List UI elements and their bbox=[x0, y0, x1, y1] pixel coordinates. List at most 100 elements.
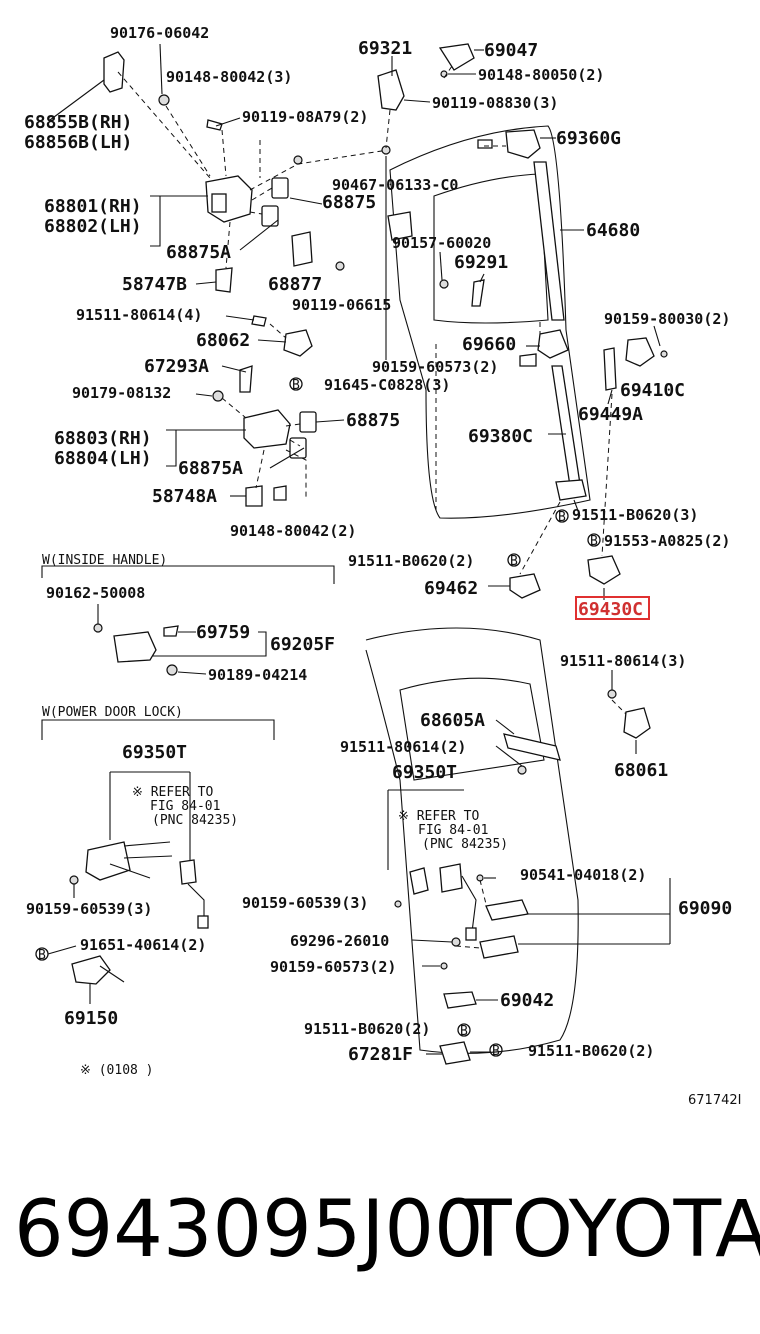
part-label: 90541-04018(2) bbox=[520, 866, 646, 884]
outside-handle-part bbox=[479, 935, 519, 959]
part-label: 90148-80042(3) bbox=[166, 68, 292, 86]
part-label: 68062 bbox=[196, 330, 250, 351]
bolt-part bbox=[477, 139, 493, 149]
actuator-part bbox=[85, 841, 131, 881]
stopper-part bbox=[283, 329, 313, 357]
part-label: 68875 bbox=[322, 192, 376, 213]
part-label: 90159-60573(2) bbox=[270, 958, 396, 976]
part-label: 67293A bbox=[144, 356, 209, 377]
part-label: 90159-60573(2) bbox=[372, 358, 498, 376]
part-label: 69449A bbox=[578, 404, 643, 425]
upper-hinge-plate bbox=[211, 193, 227, 213]
part-label: 91511-80614(2) bbox=[340, 738, 466, 756]
svg-text:B: B bbox=[460, 1024, 468, 1039]
refer-note: FIG 84-01 bbox=[150, 799, 220, 814]
part-label: 90157-60020 bbox=[392, 234, 491, 252]
cover-part bbox=[163, 625, 179, 637]
svg-text:B: B bbox=[292, 378, 300, 393]
refer-note: (PNC 84235) bbox=[152, 813, 238, 828]
bolt-part bbox=[273, 485, 287, 501]
cover-part bbox=[439, 1041, 471, 1065]
svg-text:B: B bbox=[558, 510, 566, 525]
footer: 6943095J00 TOYOTA bbox=[14, 1185, 760, 1275]
bolt-part bbox=[293, 155, 303, 165]
part-label: 91511-80614(3) bbox=[560, 652, 686, 670]
inside-handle-group bbox=[41, 565, 335, 676]
bolt-part bbox=[519, 353, 537, 367]
screw-part bbox=[660, 350, 668, 358]
part-label: 91511-B0620(2) bbox=[304, 1020, 430, 1038]
part-label: 90179-08132 bbox=[72, 384, 171, 402]
screw-part bbox=[439, 279, 449, 289]
lock-part bbox=[505, 129, 541, 159]
lower-hinge-part bbox=[243, 409, 291, 449]
part-label: 90148-80042(2) bbox=[230, 522, 356, 540]
part-label: 68804(LH) bbox=[54, 448, 152, 469]
part-label: 69150 bbox=[64, 1008, 118, 1029]
part-label: 91511-B0620(2) bbox=[528, 1042, 654, 1060]
plate-part bbox=[387, 211, 413, 241]
cover-part bbox=[443, 991, 477, 1009]
hinge-shim-part bbox=[289, 437, 307, 459]
bracket-part bbox=[245, 485, 263, 507]
part-label: 90189-04214 bbox=[208, 666, 307, 684]
lock-part bbox=[625, 337, 655, 367]
part-label: 91553-A0825(2) bbox=[604, 532, 730, 550]
refer-note: FIG 84-01 bbox=[418, 823, 488, 838]
part-label: 90159-60539(3) bbox=[242, 894, 368, 912]
footnote: ※ (0108 ) bbox=[80, 1063, 154, 1078]
refer-note: ※ REFER TO bbox=[132, 785, 214, 800]
part-label: 69410C bbox=[620, 380, 685, 401]
rod-part bbox=[603, 347, 617, 391]
back-door-upper-group bbox=[377, 43, 668, 600]
refer-note: (PNC 84235) bbox=[422, 837, 508, 852]
refer-note: ※ REFER TO bbox=[398, 809, 480, 824]
part-label: 68856B(LH) bbox=[24, 132, 132, 153]
part-label: 91645-C0828(3) bbox=[324, 376, 450, 394]
bracket-part bbox=[215, 267, 233, 293]
part-label: 69291 bbox=[454, 252, 508, 273]
part-label: 69660 bbox=[462, 334, 516, 355]
part-label: 67281F bbox=[348, 1044, 413, 1065]
nut-part bbox=[212, 390, 224, 402]
part-label: 90119-06615 bbox=[292, 296, 391, 314]
latch-part bbox=[555, 479, 587, 501]
part-label: 69042 bbox=[500, 990, 554, 1011]
part-label: 90176-06042 bbox=[110, 24, 209, 42]
part-label: 90159-80030(2) bbox=[604, 310, 730, 328]
outside-handle-part bbox=[485, 899, 529, 921]
latch-part-highlighted bbox=[587, 555, 621, 585]
part-label: 91511-B0620(2) bbox=[348, 552, 474, 570]
part-label: 91511-B0620(3) bbox=[572, 506, 698, 524]
part-labels: 90176-06042 90148-80042(3) 68855B(RH) 68… bbox=[24, 24, 741, 1108]
part-label: 90119-08A79(2) bbox=[242, 108, 368, 126]
rod-part bbox=[551, 365, 581, 487]
lock-part bbox=[71, 955, 111, 985]
part-label: 69380C bbox=[468, 426, 533, 447]
stay-part bbox=[503, 733, 561, 761]
power-door-lock-group bbox=[41, 719, 275, 1004]
part-label: 91651-40614(2) bbox=[80, 936, 206, 954]
part-label: 90119-08830(3) bbox=[432, 94, 558, 112]
part-label: 64680 bbox=[586, 220, 640, 241]
part-label: 90159-60539(3) bbox=[26, 900, 152, 918]
part-label: 69350T bbox=[392, 762, 457, 783]
part-label: 69296-26010 bbox=[290, 932, 389, 950]
part-label: 69360G bbox=[556, 128, 621, 149]
part-label: 68061 bbox=[614, 760, 668, 781]
inside-handle-part bbox=[113, 631, 157, 663]
svg-text:B: B bbox=[590, 534, 598, 549]
part-label: 68875 bbox=[346, 410, 400, 431]
highlighted-part-label: 69430C bbox=[578, 599, 643, 620]
part-label: 58747B bbox=[122, 274, 187, 295]
part-label: 69350T bbox=[122, 742, 187, 763]
part-label: 90467-06133-C0 bbox=[332, 176, 458, 194]
cover-part bbox=[438, 43, 475, 71]
part-label: 68877 bbox=[268, 274, 322, 295]
bracket-part bbox=[291, 231, 313, 267]
hinge-shim-part bbox=[299, 411, 317, 433]
part-label: 69047 bbox=[484, 40, 538, 61]
bracket-part bbox=[623, 707, 651, 739]
part-label: 69462 bbox=[424, 578, 478, 599]
nut-part bbox=[158, 94, 170, 106]
